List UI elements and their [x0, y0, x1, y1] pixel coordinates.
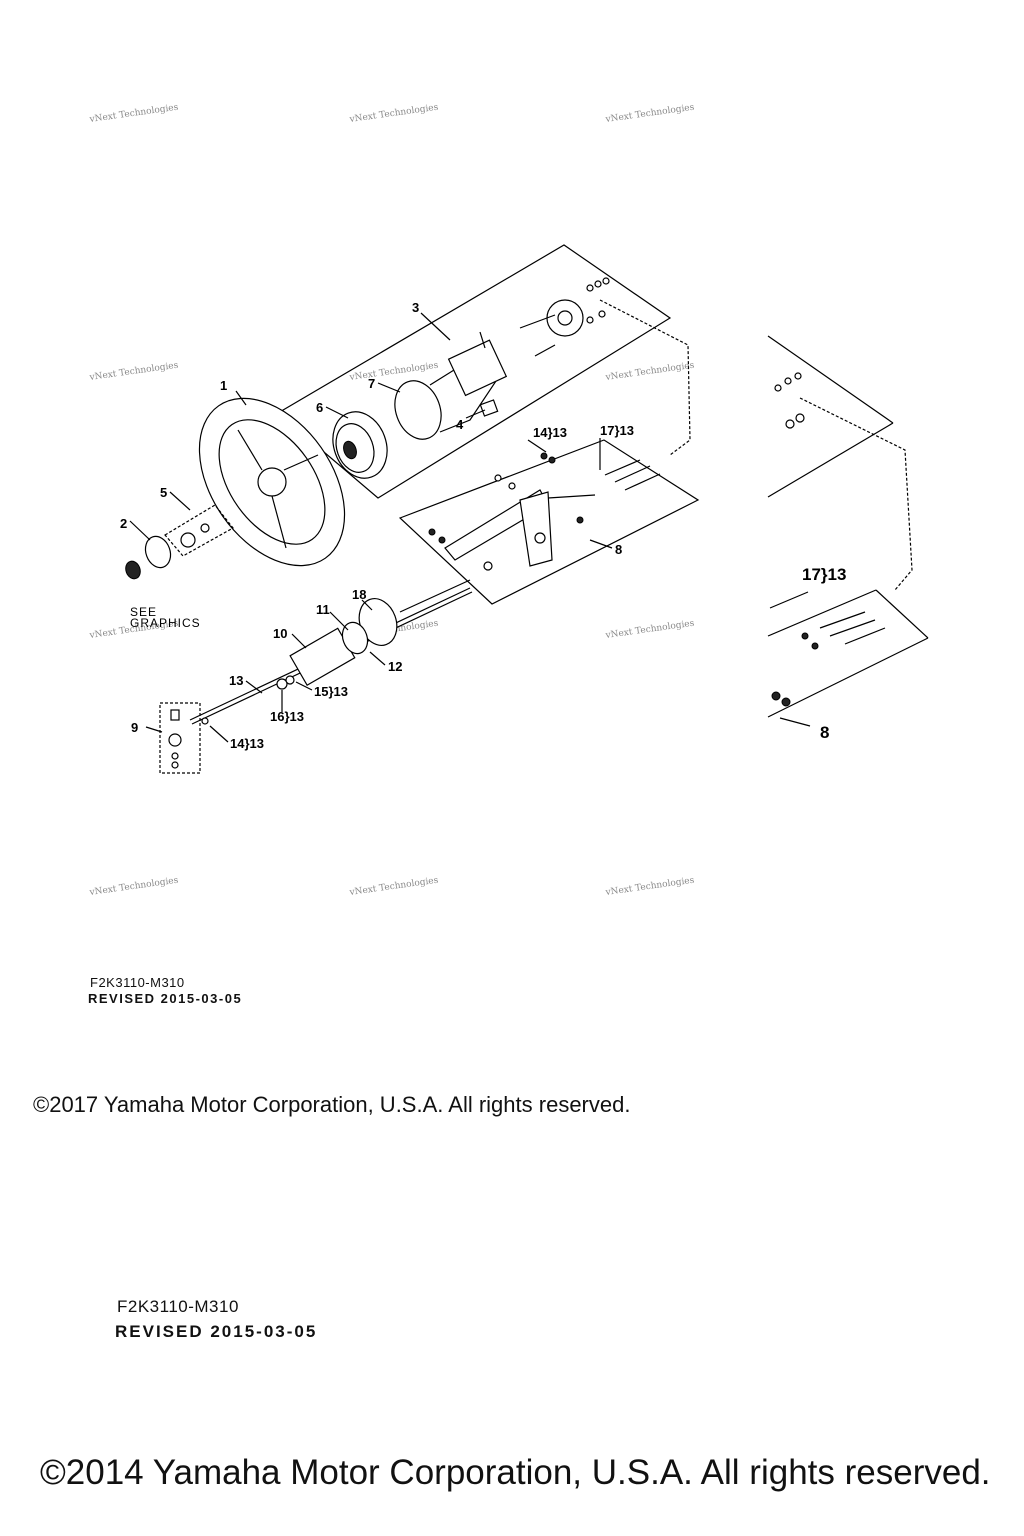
watermark: vNext Technologies	[604, 876, 695, 899]
assembly-3-outline	[276, 244, 672, 499]
callout-10: 10	[273, 626, 287, 641]
column-bellows	[332, 411, 388, 479]
assembly-8-outline	[398, 439, 700, 605]
watermark: vNext Technologies	[348, 103, 439, 126]
callout-14-13-lower: 14}13	[230, 736, 264, 751]
watermark: vNext Technologies	[88, 876, 179, 899]
callout-13: 13	[229, 673, 243, 688]
callout-18: 18	[352, 587, 366, 602]
watermark: vNext Technologies	[88, 361, 179, 384]
callout-3: 3	[412, 300, 419, 315]
spacer	[479, 399, 499, 417]
callout-8: 8	[615, 542, 622, 557]
center-cap	[125, 535, 172, 580]
watermark: vNext Technologies	[604, 361, 695, 384]
watermark: vNext Technologies	[348, 876, 439, 899]
callouts: 1 2 3 4 5 6 7 8 9 10 11 12 13 18 14}13 1…	[120, 300, 634, 751]
callout-16-13: 16}13	[270, 709, 304, 724]
steering-cable	[189, 579, 473, 725]
revision-date: REVISED 2015-03-05	[115, 1322, 318, 1341]
connector-line	[599, 299, 691, 456]
callout-17-13-detail: 17}13	[802, 565, 846, 584]
leader-lines	[129, 312, 613, 743]
copyright-notice: ©2017 Yamaha Motor Corporation, U.S.A. A…	[33, 1092, 631, 1117]
watermark: vNext Technologies	[604, 103, 695, 126]
watermark: vNext Technologies	[88, 103, 179, 126]
callout-15-13: 15}13	[314, 684, 348, 699]
callout-17-13-upper: 17}13	[600, 423, 634, 438]
callout-6: 6	[316, 400, 323, 415]
see-graphics-label: GRAPHICS	[130, 616, 201, 630]
watermark: vNext Technologies	[604, 619, 695, 642]
callout-4: 4	[456, 417, 464, 432]
callout-8-detail: 8	[820, 723, 829, 742]
callout-7: 7	[368, 376, 375, 391]
cable-end-joint	[159, 702, 201, 774]
helm-unit	[447, 277, 610, 397]
mounting-bracket	[428, 452, 661, 571]
callout-9: 9	[131, 720, 138, 735]
callout-2: 2	[120, 516, 127, 531]
detail-crop: 17}13 8	[767, 335, 929, 742]
drawing-code: F2K3110-M310	[90, 975, 185, 990]
steering-wheel	[198, 397, 346, 567]
copyright-notice: ©2014 Yamaha Motor Corporation, U.S.A. A…	[40, 1453, 991, 1492]
see-graphics-label: SEE	[130, 605, 157, 619]
callout-1: 1	[220, 378, 227, 393]
callout-12: 12	[388, 659, 402, 674]
revision-date: REVISED 2015-03-05	[88, 991, 243, 1006]
nut-washer-group	[164, 504, 234, 557]
callout-11: 11	[316, 602, 330, 617]
callout-14-13-upper: 14}13	[533, 425, 567, 440]
callout-5: 5	[160, 485, 167, 500]
drawing-code: F2K3110-M310	[117, 1297, 239, 1316]
